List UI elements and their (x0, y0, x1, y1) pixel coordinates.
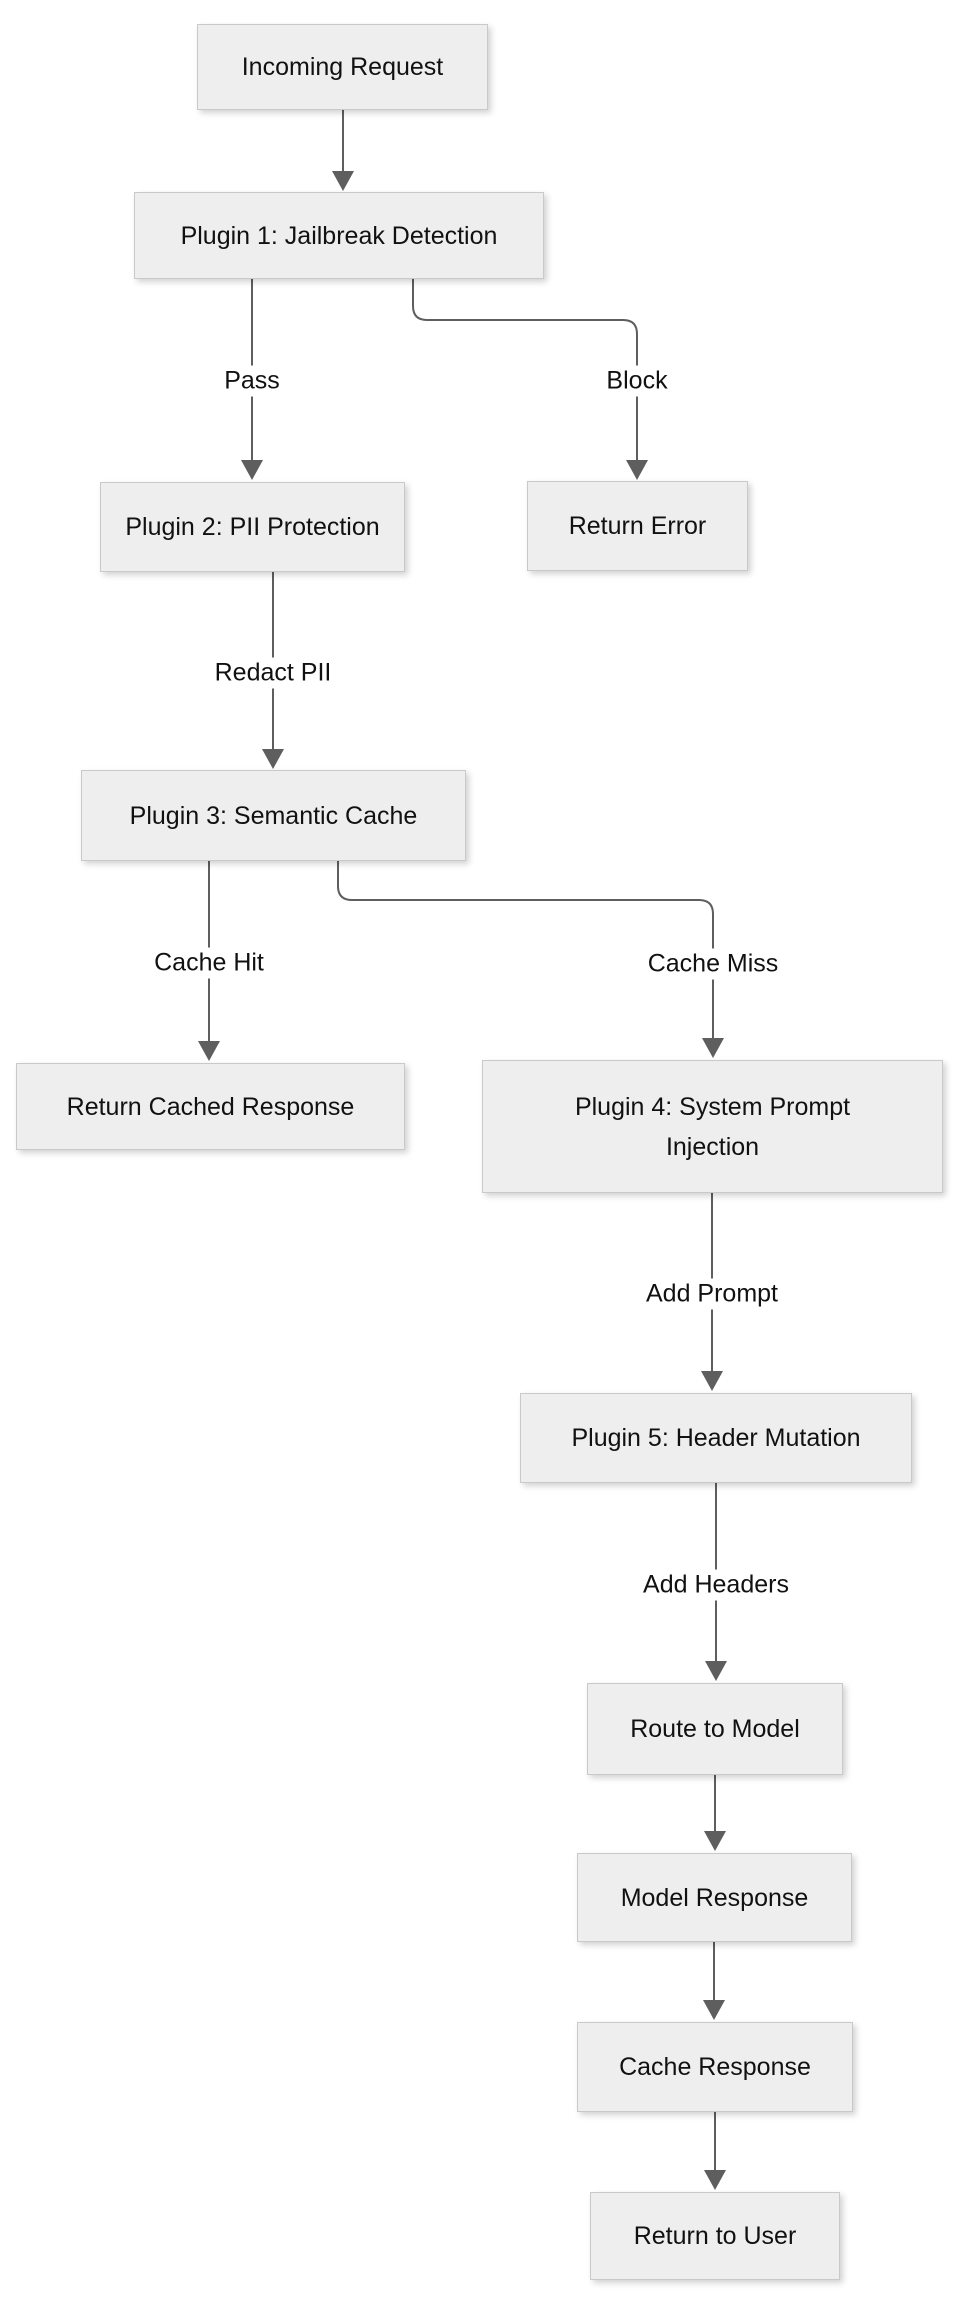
arrowhead-model-to-cache-response (703, 2000, 725, 2020)
node-plugin-5-header-mutation: Plugin 5: Header Mutation (520, 1393, 912, 1483)
arrowhead-incoming-to-plugin1 (332, 171, 354, 191)
node-plugin-2-pii-protection: Plugin 2: PII Protection (100, 482, 405, 572)
edge-cache-miss (337, 861, 714, 1038)
edge-label-block: Block (598, 365, 676, 397)
arrowhead-add-headers (705, 1661, 727, 1681)
edge-block (412, 279, 638, 460)
edge-label-add-headers: Add Headers (635, 1569, 797, 1601)
arrowhead-redact-pii (262, 749, 284, 769)
node-model-response: Model Response (577, 1853, 852, 1942)
arrowhead-add-prompt (701, 1371, 723, 1391)
node-return-to-user: Return to User (590, 2192, 840, 2280)
arrowhead-cache-miss (702, 1038, 724, 1058)
edge-label-add-prompt: Add Prompt (637, 1278, 787, 1310)
arrowhead-block (626, 460, 648, 480)
edge-label-redact-pii: Redact PII (206, 657, 340, 689)
node-route-to-model: Route to Model (587, 1683, 843, 1775)
node-plugin-3-semantic-cache: Plugin 3: Semantic Cache (81, 770, 466, 861)
node-plugin-1-jailbreak-detection: Plugin 1: Jailbreak Detection (134, 192, 544, 279)
node-incoming-request: Incoming Request (197, 24, 488, 110)
node-plugin-4-system-prompt-injection: Plugin 4: System Prompt Injection (482, 1060, 943, 1193)
edge-label-cache-hit: Cache Hit (146, 947, 272, 979)
arrowhead-route-to-model-response (704, 1831, 726, 1851)
node-cache-response: Cache Response (577, 2022, 853, 2112)
edge-label-pass: Pass (216, 365, 288, 397)
arrowhead-cache-to-return-user (704, 2170, 726, 2190)
node-return-cached-response: Return Cached Response (16, 1063, 405, 1150)
arrowhead-pass (241, 460, 263, 480)
arrowhead-cache-hit (198, 1041, 220, 1061)
node-return-error: Return Error (527, 481, 748, 571)
edge-label-cache-miss: Cache Miss (639, 948, 787, 980)
